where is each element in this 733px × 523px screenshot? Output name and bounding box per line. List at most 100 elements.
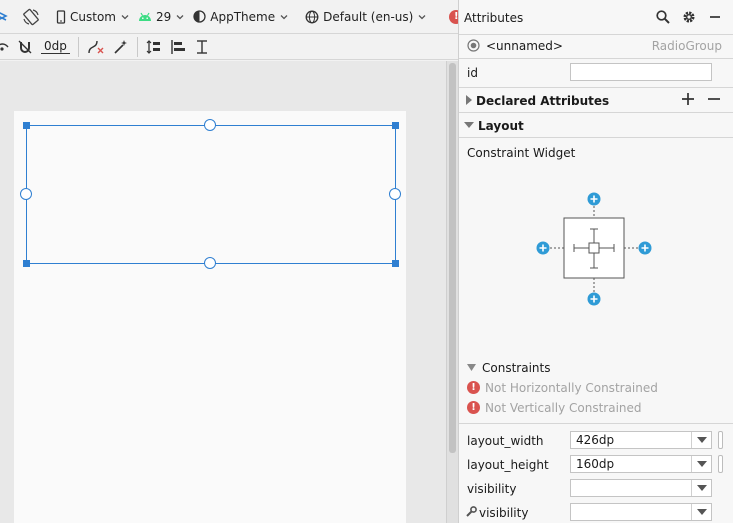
chevron-down-icon [176, 14, 184, 19]
constraint-error-text: Not Vertically Constrained [485, 401, 642, 415]
resize-handle-bottom-left[interactable] [23, 260, 30, 267]
resize-handle-top-right[interactable] [392, 122, 399, 129]
default-margin-label: 0dp [41, 39, 70, 54]
constraint-toolbar: 0dp [0, 34, 458, 60]
dropdown-arrow-icon[interactable] [691, 504, 711, 520]
anchor-bottom[interactable] [204, 257, 216, 269]
layout-section[interactable]: Layout [459, 113, 733, 137]
layers-icon[interactable] [0, 0, 10, 33]
remove-icon[interactable] [708, 93, 720, 105]
layout-height-label: layout_height [467, 458, 549, 472]
default-margin-selector[interactable]: 0dp [37, 34, 74, 59]
add-top-constraint-icon[interactable] [587, 192, 601, 206]
rotate-device-icon [23, 8, 39, 25]
layout-width-resource-picker[interactable] [718, 431, 723, 449]
phone-icon [56, 9, 66, 24]
constraint-error-row: ! Not Horizontally Constrained [459, 380, 733, 396]
visibility-label: visibility [467, 482, 517, 496]
declared-attributes-section[interactable]: Declared Attributes [459, 88, 733, 112]
error-icon: ! [467, 401, 480, 414]
divider [459, 137, 733, 138]
constraint-widget[interactable] [529, 185, 659, 310]
add-bottom-constraint-icon[interactable] [587, 292, 601, 306]
expand-arrow-icon [466, 95, 472, 105]
clear-constraints-button[interactable] [83, 34, 109, 59]
dropdown-arrow-icon[interactable] [691, 456, 711, 472]
add-right-constraint-icon[interactable] [638, 241, 652, 255]
magic-wand-icon [114, 39, 127, 54]
id-label: id [467, 66, 478, 80]
selected-radiogroup[interactable] [26, 125, 396, 264]
dropdown-arrow-icon[interactable] [691, 480, 711, 496]
radio-button-icon [467, 39, 480, 52]
magnet-off-icon [18, 40, 32, 53]
chevron-down-icon [418, 14, 426, 19]
layout-height-value: 160dp [576, 457, 615, 471]
layout-height-dropdown[interactable]: 160dp [570, 455, 712, 473]
anchor-top[interactable] [204, 119, 216, 131]
device-selector[interactable]: Custom [52, 0, 134, 33]
device-screen[interactable] [14, 111, 406, 523]
panel-title: Attributes [464, 11, 524, 25]
wrench-icon [466, 506, 477, 517]
theme-label: AppTheme [210, 9, 276, 24]
resize-handle-bottom-right[interactable] [392, 260, 399, 267]
toolbar-separator [136, 36, 138, 57]
infer-constraints-button[interactable] [109, 34, 133, 59]
attributes-panel: Attributes <unnamed> RadioGroup id Decla… [458, 0, 733, 523]
anchor-left[interactable] [20, 188, 32, 200]
constraints-subsection[interactable]: Constraints [459, 360, 733, 376]
dropdown-arrow-icon[interactable] [691, 432, 711, 448]
guidelines-button[interactable] [190, 34, 214, 59]
id-input[interactable] [570, 63, 712, 81]
collapse-arrow-icon [464, 122, 474, 128]
theme-icon [193, 10, 206, 23]
divider [459, 58, 733, 59]
resize-handle-top-left[interactable] [23, 122, 30, 129]
visibility-dropdown[interactable] [570, 479, 712, 497]
tools-visibility-dropdown[interactable] [570, 503, 712, 521]
divider [459, 87, 733, 88]
theme-selector[interactable]: AppTheme [189, 0, 293, 33]
minimize-icon[interactable] [708, 10, 722, 24]
globe-icon [305, 10, 319, 23]
view-options-button[interactable] [0, 34, 13, 59]
attributes-header: Attributes [459, 0, 733, 34]
pack-icon [146, 39, 160, 54]
api-level-label: 29 [155, 9, 172, 24]
toolbar-separator [77, 36, 79, 57]
constraint-widget-label: Constraint Widget [467, 146, 576, 160]
declared-attributes-label: Declared Attributes [476, 94, 610, 108]
design-toolbar: Custom 29 AppTheme Default (en-us) ! [0, 0, 464, 34]
scrollbar-thumb[interactable] [449, 63, 456, 453]
align-left-icon [171, 39, 185, 54]
pack-button[interactable] [142, 34, 166, 59]
eye-icon [0, 42, 9, 51]
chevron-down-icon [280, 14, 288, 19]
layout-height-resource-picker[interactable] [718, 455, 723, 473]
orientation-button[interactable] [18, 0, 44, 33]
layout-width-label: layout_width [467, 434, 544, 448]
add-left-constraint-icon[interactable] [536, 241, 550, 255]
gear-icon[interactable] [682, 10, 696, 24]
anchor-right[interactable] [389, 188, 401, 200]
divider [459, 423, 733, 424]
divider [459, 112, 733, 113]
guideline-icon [196, 39, 207, 54]
divider [459, 34, 733, 35]
search-icon[interactable] [656, 10, 670, 24]
layout-width-value: 426dp [576, 433, 615, 447]
device-label: Custom [70, 9, 116, 24]
collapse-arrow-icon [467, 364, 476, 371]
error-icon: ! [467, 381, 480, 394]
layout-width-dropdown[interactable]: 426dp [570, 431, 712, 449]
component-row: <unnamed> RadioGroup [459, 35, 733, 57]
api-level-selector[interactable]: 29 [134, 0, 189, 33]
align-button[interactable] [166, 34, 190, 59]
component-id: <unnamed> [486, 39, 563, 53]
canvas-vertical-scrollbar[interactable] [446, 61, 458, 523]
add-icon[interactable] [682, 93, 694, 105]
android-icon [138, 12, 151, 21]
locale-selector[interactable]: Default (en-us) [301, 0, 431, 33]
autoconnect-button[interactable] [13, 34, 37, 59]
